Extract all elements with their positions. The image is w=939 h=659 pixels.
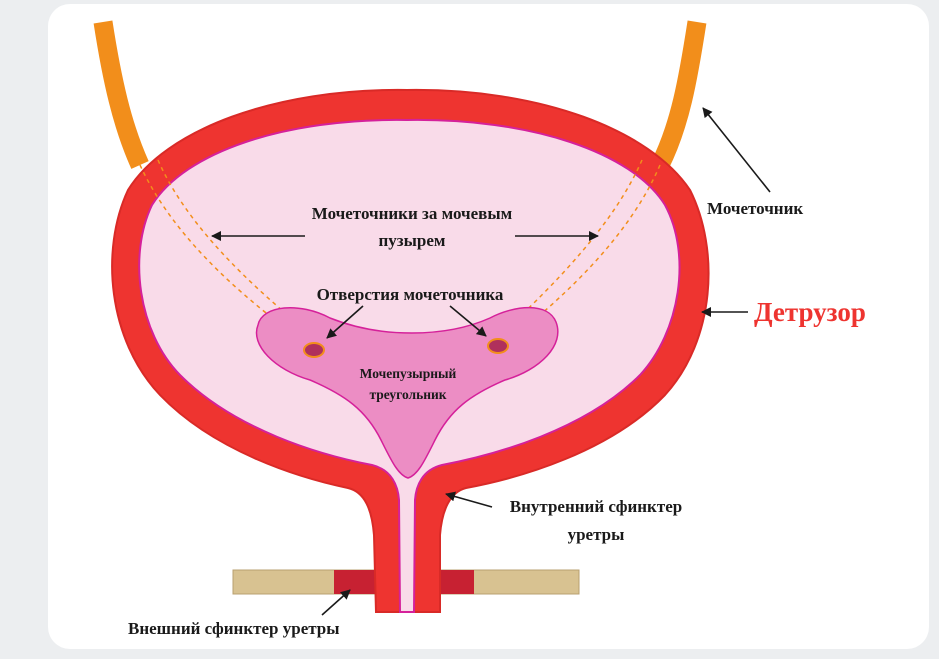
left-ureter bbox=[93, 20, 149, 169]
label-internal-sphincter-2: уретры bbox=[568, 525, 625, 544]
right-ureteral-orifice bbox=[487, 338, 509, 354]
label-external-sphincter: Внешний сфинктер уретры bbox=[128, 619, 340, 638]
label-trigone-1: Мочепузырный bbox=[360, 366, 457, 381]
external-sphincter-left bbox=[334, 570, 378, 594]
right-ureter bbox=[651, 20, 707, 170]
label-ureters-behind-2: пузырем bbox=[379, 231, 446, 250]
label-ureteral-orifices: Отверстия мочеточника bbox=[317, 285, 504, 304]
arrow-orifice-right bbox=[449, 305, 487, 337]
label-trigone-2: треугольник bbox=[369, 387, 446, 402]
label-detrusor: Детрузор bbox=[754, 297, 866, 327]
arrow-ureter bbox=[702, 107, 771, 193]
right-ureter-behind bbox=[496, 164, 661, 351]
arrow-orifice-left bbox=[326, 305, 364, 339]
trigone bbox=[255, 306, 559, 479]
label-internal-sphincter-1: Внутренний сфинктер bbox=[510, 497, 682, 516]
label-ureter: Мочеточник bbox=[707, 199, 803, 218]
left-ureter-behind bbox=[139, 164, 319, 353]
left-ureteral-orifice bbox=[303, 342, 325, 358]
arrow-external-sphincter bbox=[321, 589, 351, 616]
arrow-internal-sphincter bbox=[445, 491, 493, 508]
label-ureters-behind-1: Мочеточники за мочевым bbox=[312, 204, 513, 223]
